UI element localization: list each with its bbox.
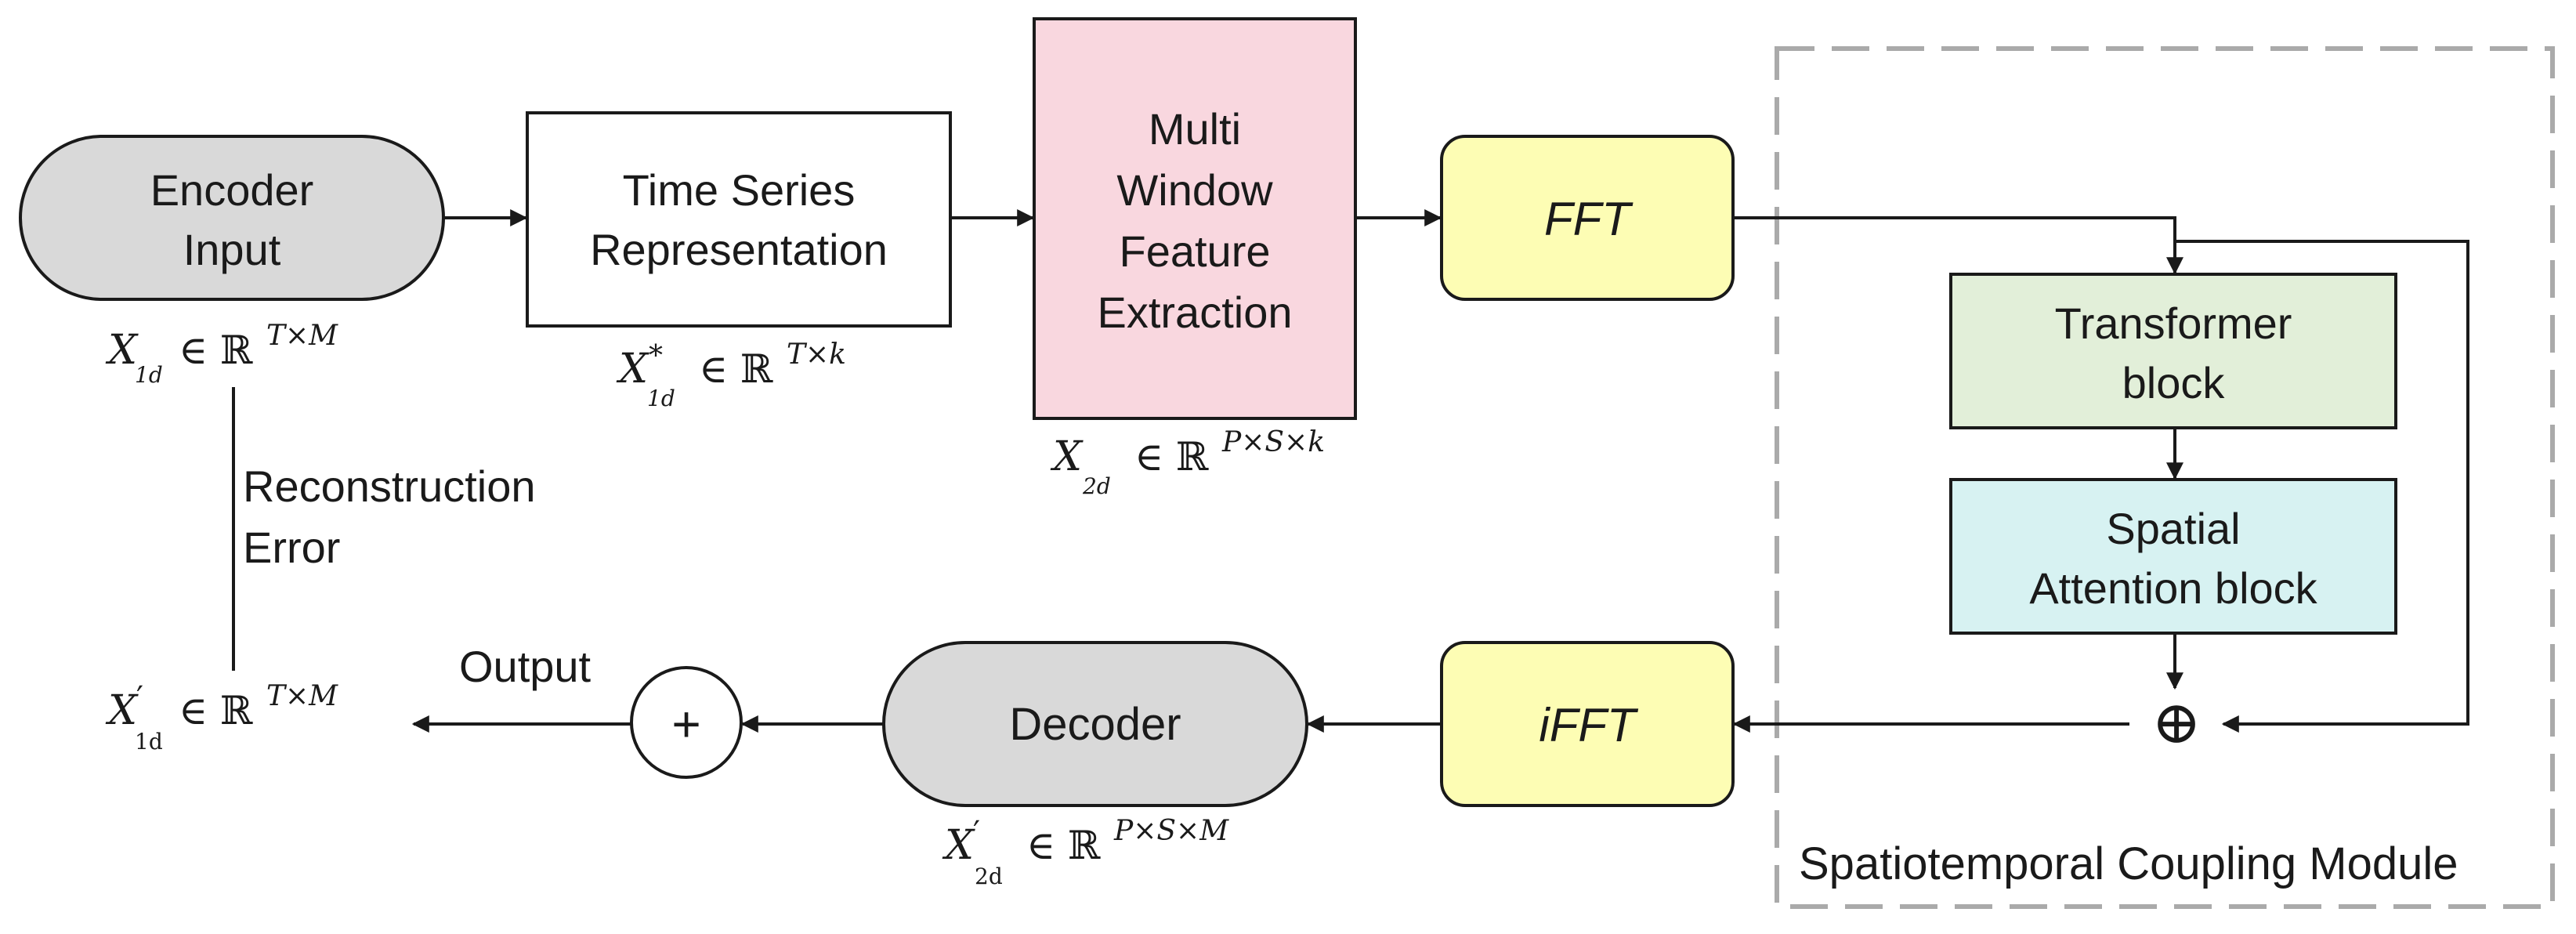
math-x1d-sub: 1d [135,362,163,388]
math-x2d-prime-sub: 2d [975,863,1003,889]
time-series-label-line1: Time Series [623,165,856,215]
multi-window-line1: Multi [1149,104,1241,154]
time-series-label-line2: Representation [590,225,888,274]
spatial-label-line2: Attention block [2029,563,2317,613]
fft-label: FFT [1544,193,1634,245]
math-x2d-sub: 2d [1082,473,1111,499]
math-x2d-prime-var: X [942,822,975,869]
math-x2d: X 2d ∈ ℝ P×S×k [1050,426,1325,499]
reconstruction-label-line2: Error [243,523,340,572]
multi-window-line2: Window [1116,165,1273,215]
arrow-fft-to-transformer [1733,216,2183,275]
math-x1d-prime-rel: ∈ ℝ [179,688,253,733]
math-x2d-prime-rel: ∈ ℝ [1026,823,1101,868]
transformer-label-line2: block [2122,358,2226,407]
math-x1d-star-var: X [616,346,649,393]
math-x2d-prime-prime: ′ [973,815,980,851]
multi-window-node [1033,17,1357,420]
oplus-symbol: ⊕ [2151,687,2202,757]
math-x1d-var: X [105,327,139,374]
math-x1d-star-sup: T×k [787,338,846,371]
math-x2d-sup: P×S×k [1221,426,1325,458]
multi-window-line3: Feature [1120,226,1271,276]
multi-window-line4: Extraction [1098,288,1293,337]
output-label: Output [459,642,592,691]
math-x2d-rel: ∈ ℝ [1134,434,1209,480]
math-x2d-prime-sup: P×S×M [1113,815,1229,847]
math-x1d-star: X * 1d ∈ ℝ T×k [616,338,846,411]
math-x1d-star-rel: ∈ ℝ [699,346,773,392]
spatial-label-line1: Spatial [2106,504,2240,553]
encoder-label-line2: Input [183,225,281,274]
module-border [1775,46,2555,909]
arrow-fft-skip-to-oplus [2175,240,2469,733]
decoder-label: Decoder [1009,699,1181,750]
math-x2d-var: X [1050,433,1084,480]
math-x1d-rel: ∈ ℝ [179,328,253,373]
math-x1d: X 1d ∈ ℝ T×M [105,320,338,388]
reconstruction-label-line1: Reconstruction [243,462,536,511]
math-x1d-prime-var: X [105,687,139,734]
module-label: Spatiotemporal Coupling Module [1799,838,2458,889]
math-x1d-sup: T×M [266,320,338,352]
time-series-node [526,111,952,328]
plus-circle-symbol: + [671,696,700,752]
encoder-label-line1: Encoder [150,165,314,215]
math-x1d-star-sub: 1d [647,386,675,411]
math-x1d-prime: X ′ 1d ∈ ℝ T×M [105,680,338,755]
ifft-label: iFFT [1539,699,1639,751]
encoder-input-node [19,135,445,301]
transformer-node [1949,273,2397,429]
math-x1d-prime-sub: 1d [135,729,163,755]
transformer-label-line1: Transformer [2055,299,2292,348]
math-x2d-prime: X ′ 2d ∈ ℝ P×S×M [942,815,1229,889]
math-x1d-prime-sup: T×M [266,680,338,712]
math-x1d-prime-prime: ′ [136,680,143,716]
math-x1d-star-prime: * [649,340,663,372]
